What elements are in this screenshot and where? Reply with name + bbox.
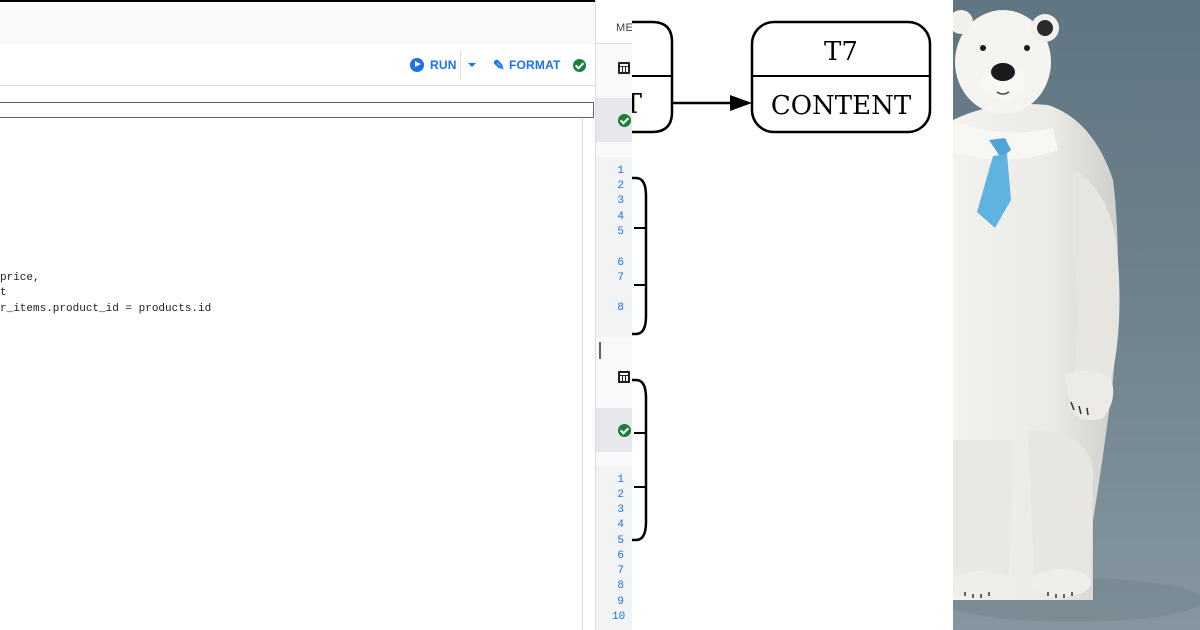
line-number: 3 <box>617 504 624 516</box>
play-icon <box>410 57 424 72</box>
top-border <box>0 0 632 2</box>
code-area[interactable]: price, t r_items.product_id = products.id <box>0 271 211 317</box>
query-editor-panel: RUN ✎ FORMAT price, t r_items.product_id =… <box>0 0 595 630</box>
node-t7-body: CONTENT <box>771 91 912 121</box>
arrowhead-icon <box>730 95 752 111</box>
code-line: r_items.product_id = products.id <box>0 302 212 315</box>
line-number: 7 <box>617 565 624 577</box>
editor-toolbar: RUN ✎ FORMAT <box>0 44 595 86</box>
calculator-icon[interactable] <box>618 371 630 383</box>
polar-bear-illustration <box>953 10 1200 622</box>
line-number: 6 <box>617 550 624 562</box>
editor-tab-bar <box>0 2 595 45</box>
line-number: 3 <box>617 195 624 207</box>
run-label: RUN <box>430 57 457 72</box>
node-t7-header: T7 <box>824 37 858 67</box>
line-number: 2 <box>617 489 624 501</box>
line-number: 1 <box>617 165 624 177</box>
panel-splitter[interactable] <box>599 342 601 359</box>
diagram-panel: T T7 CONTENT <box>632 0 953 630</box>
run-options-dropdown[interactable] <box>463 44 481 85</box>
status-row <box>596 98 633 142</box>
run-button[interactable]: RUN <box>410 44 457 85</box>
caret-down-icon <box>468 62 476 67</box>
diagram-canvas: T T7 CONTENT <box>632 20 932 542</box>
line-number: 8 <box>617 580 624 592</box>
magic-wand-icon: ✎ <box>493 56 505 73</box>
line-number-gutter: 1 2 3 4 5 6 7 8 9 10 <box>596 466 633 630</box>
status-row <box>596 408 633 452</box>
line-number: 10 <box>612 611 626 623</box>
partial-node-box <box>632 176 648 336</box>
line-number: 4 <box>617 211 624 223</box>
line-number: 5 <box>617 535 624 547</box>
calculator-icon[interactable] <box>618 62 630 74</box>
editor-scrollbar[interactable] <box>582 118 583 630</box>
query-name-field[interactable] <box>0 102 594 118</box>
polar-bear-photo <box>953 0 1200 630</box>
line-number: 7 <box>617 272 624 284</box>
format-button[interactable]: ✎ FORMAT <box>493 44 561 85</box>
line-number: 1 <box>617 474 624 486</box>
line-number-gutter: 1 2 3 4 5 6 7 8 <box>596 157 633 337</box>
line-number: 9 <box>617 596 624 608</box>
partial-node-text: T <box>632 89 642 120</box>
line-number: 2 <box>617 180 624 192</box>
check-circle-icon <box>618 424 631 437</box>
partial-node-box <box>632 378 648 542</box>
line-number: 6 <box>617 257 624 269</box>
results-side-panel: ME 1 2 3 4 5 6 7 8 1 2 3 4 5 6 7 8 9 10 <box>595 0 633 630</box>
format-label: FORMAT <box>508 57 561 72</box>
check-circle-icon <box>618 114 631 127</box>
query-valid-icon <box>573 59 586 72</box>
side-tab-label[interactable]: ME <box>616 22 633 34</box>
side-panel-header: ME <box>596 0 633 44</box>
code-line: t <box>0 287 7 300</box>
toolbar-divider <box>460 50 461 80</box>
line-number: 8 <box>617 302 624 314</box>
line-number: 5 <box>617 226 624 238</box>
code-line: price, <box>0 272 40 284</box>
line-number: 4 <box>617 519 624 531</box>
